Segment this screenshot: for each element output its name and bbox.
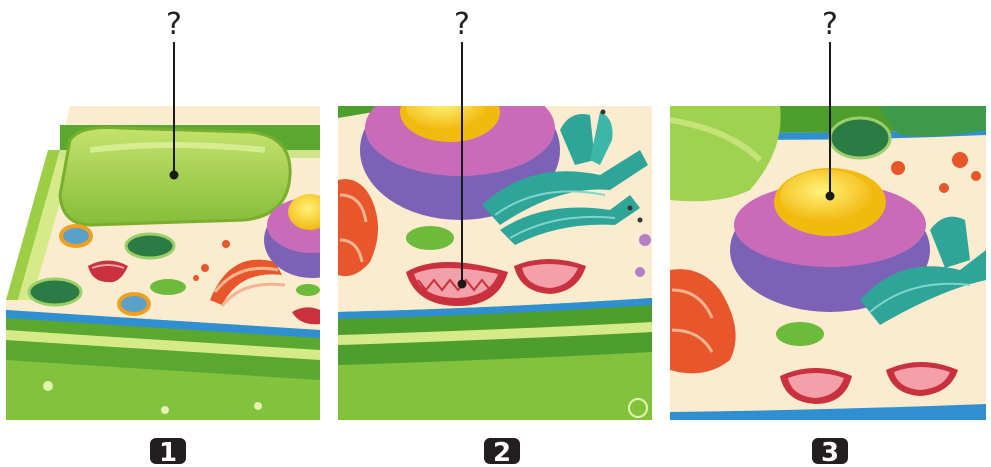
pointer-dot-3: [826, 192, 835, 201]
panel-3-image: [670, 106, 986, 420]
pointer-dot-2: [458, 280, 467, 289]
question-mark-2: ?: [454, 7, 470, 42]
question-mark-3: ?: [822, 7, 838, 42]
panel-2: ? 2: [338, 7, 652, 467]
panel-2-image: [338, 80, 652, 420]
panel-number-1: 1: [159, 438, 177, 467]
panel-1-image: [6, 106, 360, 420]
panel-1: ? 1: [6, 7, 360, 467]
panel-3: ? 3: [670, 7, 986, 467]
panel-number-3: 3: [821, 438, 839, 467]
question-mark-1: ?: [166, 7, 182, 42]
pointer-dot-1: [170, 171, 179, 180]
panel-number-2: 2: [493, 438, 511, 467]
